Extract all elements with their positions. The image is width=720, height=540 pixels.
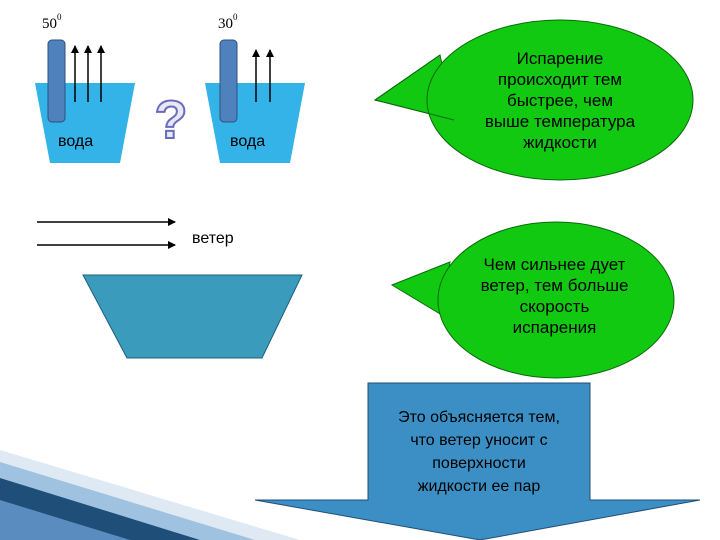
water-label-left: вода [58,133,94,150]
text-line: испарения [512,318,597,337]
thermometer-left [47,39,66,123]
bubble-wind-text: Чем сильнее дует ветер, тем больше скоро… [452,254,657,338]
beaker-left [35,39,135,163]
wind-label: ветер [192,230,234,247]
bubble-wind [390,221,675,379]
text-line: ветер, тем больше [480,276,629,295]
text-line: Чем сильнее дует [483,255,626,274]
explanation-arrow [254,382,701,540]
text-line: жидкости ее пар [417,478,541,495]
text-line: происходит тем [497,70,623,89]
text-line: выше температура [484,112,636,131]
text-line: скорость [519,297,590,316]
bubble-temperature [373,19,694,181]
text-line: поверхности [432,455,526,472]
water-basin [82,274,303,359]
beaker-right [205,39,305,163]
temperature-right: 300 [218,12,238,32]
temperature-left: 500 [42,12,62,32]
text-line: Это объясняется тем, [398,409,560,426]
water-label-right: вода [230,133,266,150]
question-mark: ? [155,90,188,150]
text-line: быстрее, чем [506,91,614,110]
thermometer-right [219,39,238,123]
text-line: Испарение [516,49,604,68]
text-line: что ветер уносит с [410,432,548,449]
wind-arrows [37,218,176,249]
decorative-stripes [0,450,300,540]
explanation-text: Это объясняется тем, что ветер уносит с … [368,406,590,498]
text-line: жидкости [523,133,597,152]
bubble-temperature-text: Испарение происходит тем быстрее, чем вы… [460,48,660,153]
